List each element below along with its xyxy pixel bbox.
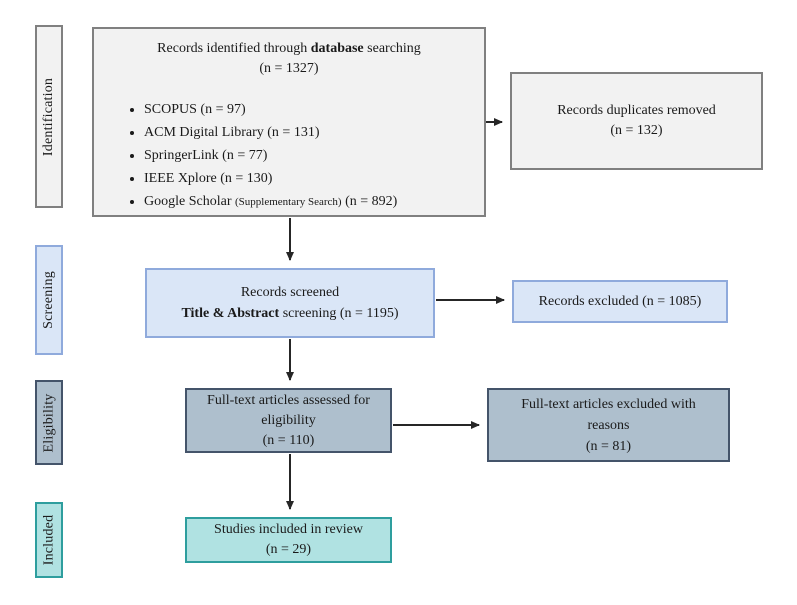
fulltext-excluded-count: (n = 81) (585, 438, 632, 454)
list-item: SpringerLink (n = 77) (144, 144, 484, 167)
box-records-identified: Records identified through database sear… (92, 27, 486, 217)
records-screened-line1: Records screened (240, 285, 340, 300)
fulltext-assessed-line1: Full-text articles assessed for (207, 392, 370, 408)
stage-label-screening-text: Screening (41, 271, 56, 329)
stage-label-included: Included (35, 502, 63, 578)
duplicates-removed-line1: Records duplicates removed (557, 103, 716, 118)
records-screened-line2: Title & Abstract screening (n = 1195) (147, 303, 433, 324)
stage-label-included-text: Included (41, 514, 56, 566)
fulltext-assessed-line2: eligibility (261, 412, 316, 428)
box-fulltext-excluded: Full-text articles excluded with reasons… (487, 388, 730, 462)
stage-label-identification-text: Identification (41, 77, 56, 156)
records-screened-line2-post: screening (n = 1195) (279, 306, 399, 321)
records-identified-title-pre: Records identified through (157, 41, 311, 56)
box-records-screened: Records screened Title & Abstract screen… (145, 268, 435, 338)
duplicates-removed-count: (n = 132) (610, 123, 663, 138)
box-duplicates-removed: Records duplicates removed (n = 132) (510, 72, 763, 170)
records-identified-title: Records identified through database sear… (94, 39, 484, 59)
stage-label-screening: Screening (35, 245, 63, 355)
studies-included-line1: Studies included in review (214, 522, 363, 537)
box-fulltext-assessed: Full-text articles assessed for eligibil… (185, 388, 392, 453)
fulltext-excluded-line2: reasons (587, 417, 630, 433)
records-identified-count: (n = 1327) (259, 61, 319, 76)
list-item: ACM Digital Library (n = 131) (144, 121, 484, 144)
stage-label-eligibility-text: Eligibility (41, 393, 57, 452)
google-scholar-text: Google Scholar (144, 194, 235, 209)
fulltext-assessed-count: (n = 110) (262, 432, 315, 448)
records-screened-line2-bold: Title & Abstract (181, 306, 280, 321)
stage-label-identification: Identification (35, 25, 63, 208)
records-identified-title-bold: database (310, 41, 364, 56)
database-source-list: SCOPUS (n = 97) ACM Digital Library (n =… (94, 98, 484, 214)
studies-included-count: (n = 29) (265, 542, 312, 557)
box-studies-included: Studies included in review (n = 29) (185, 517, 392, 563)
google-scholar-supplementary-note: (Supplementary Search) (234, 196, 342, 208)
records-excluded-line1: Records excluded (n = 1085) (538, 293, 702, 309)
records-identified-title-post: searching (363, 41, 421, 56)
box-records-excluded: Records excluded (n = 1085) (512, 280, 728, 323)
list-item-google-scholar: Google Scholar (Supplementary Search) (n… (144, 190, 484, 214)
list-item: IEEE Xplore (n = 130) (144, 167, 484, 190)
google-scholar-count: (n = 892) (341, 194, 398, 209)
fulltext-excluded-line1: Full-text articles excluded with (521, 396, 696, 412)
stage-label-eligibility: Eligibility (35, 380, 63, 465)
list-item: SCOPUS (n = 97) (144, 98, 484, 121)
